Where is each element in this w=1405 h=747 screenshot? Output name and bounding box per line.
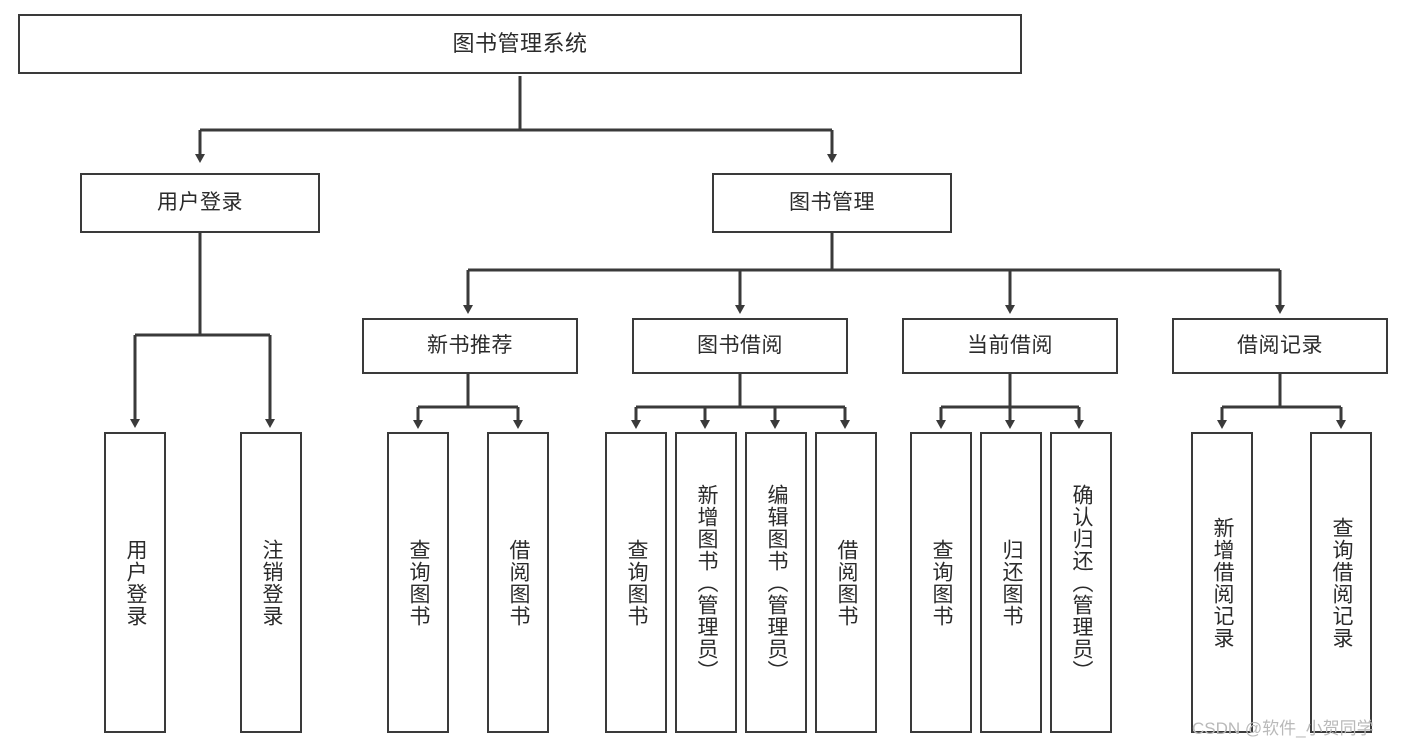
leaf-book-borrow-add[interactable]: 新增图书（管理员） [675, 432, 737, 733]
node-borrow-record-label: 借阅记录 [1237, 333, 1323, 357]
node-book-borrow-label: 图书借阅 [697, 333, 783, 357]
node-current-borrow[interactable]: 当前借阅 [902, 318, 1118, 374]
leaf-new-book-borrow-label: 借阅图书 [507, 538, 531, 627]
node-book-borrow[interactable]: 图书借阅 [632, 318, 848, 374]
leaf-new-book-borrow[interactable]: 借阅图书 [487, 432, 549, 733]
watermark-text: CSDN @软件_小贺同学 [1192, 719, 1374, 738]
leaf-current-borrow-confirm-label: 确认归还（管理员） [1070, 483, 1094, 682]
leaf-current-borrow-query[interactable]: 查询图书 [910, 432, 972, 733]
leaf-book-borrow-borrow[interactable]: 借阅图书 [815, 432, 877, 733]
node-new-book-recommend-label: 新书推荐 [427, 333, 513, 357]
node-book-manage-label: 图书管理 [789, 190, 875, 214]
leaf-book-borrow-add-label: 新增图书（管理员） [695, 483, 719, 682]
node-current-borrow-label: 当前借阅 [967, 333, 1053, 357]
node-borrow-record[interactable]: 借阅记录 [1172, 318, 1388, 374]
node-book-manage[interactable]: 图书管理 [712, 173, 952, 233]
node-new-book-recommend[interactable]: 新书推荐 [362, 318, 578, 374]
leaf-book-borrow-edit[interactable]: 编辑图书（管理员） [745, 432, 807, 733]
leaf-borrow-record-add-label: 新增借阅记录 [1211, 516, 1235, 649]
leaf-book-borrow-borrow-label: 借阅图书 [835, 538, 859, 627]
leaf-borrow-record-add[interactable]: 新增借阅记录 [1191, 432, 1253, 733]
leaf-current-borrow-confirm[interactable]: 确认归还（管理员） [1050, 432, 1112, 733]
node-user-login-label: 用户登录 [157, 190, 243, 214]
leaf-user-login-signin-label: 用户登录 [124, 538, 148, 627]
leaf-current-borrow-query-label: 查询图书 [930, 538, 954, 627]
leaf-user-login-signin[interactable]: 用户登录 [104, 432, 166, 733]
leaf-book-borrow-query[interactable]: 查询图书 [605, 432, 667, 733]
leaf-borrow-record-query[interactable]: 查询借阅记录 [1310, 432, 1372, 733]
leaf-new-book-query-label: 查询图书 [407, 538, 431, 627]
leaf-user-login-signout-label: 注销登录 [260, 538, 284, 627]
node-root-system[interactable]: 图书管理系统 [18, 14, 1022, 74]
leaf-user-login-signout[interactable]: 注销登录 [240, 432, 302, 733]
leaf-current-borrow-return-label: 归还图书 [1000, 538, 1024, 627]
node-user-login[interactable]: 用户登录 [80, 173, 320, 233]
leaf-current-borrow-return[interactable]: 归还图书 [980, 432, 1042, 733]
leaf-book-borrow-query-label: 查询图书 [625, 538, 649, 627]
node-root-system-label: 图书管理系统 [452, 31, 588, 57]
leaf-book-borrow-edit-label: 编辑图书（管理员） [765, 483, 789, 682]
leaf-new-book-query[interactable]: 查询图书 [387, 432, 449, 733]
leaf-borrow-record-query-label: 查询借阅记录 [1330, 516, 1354, 649]
